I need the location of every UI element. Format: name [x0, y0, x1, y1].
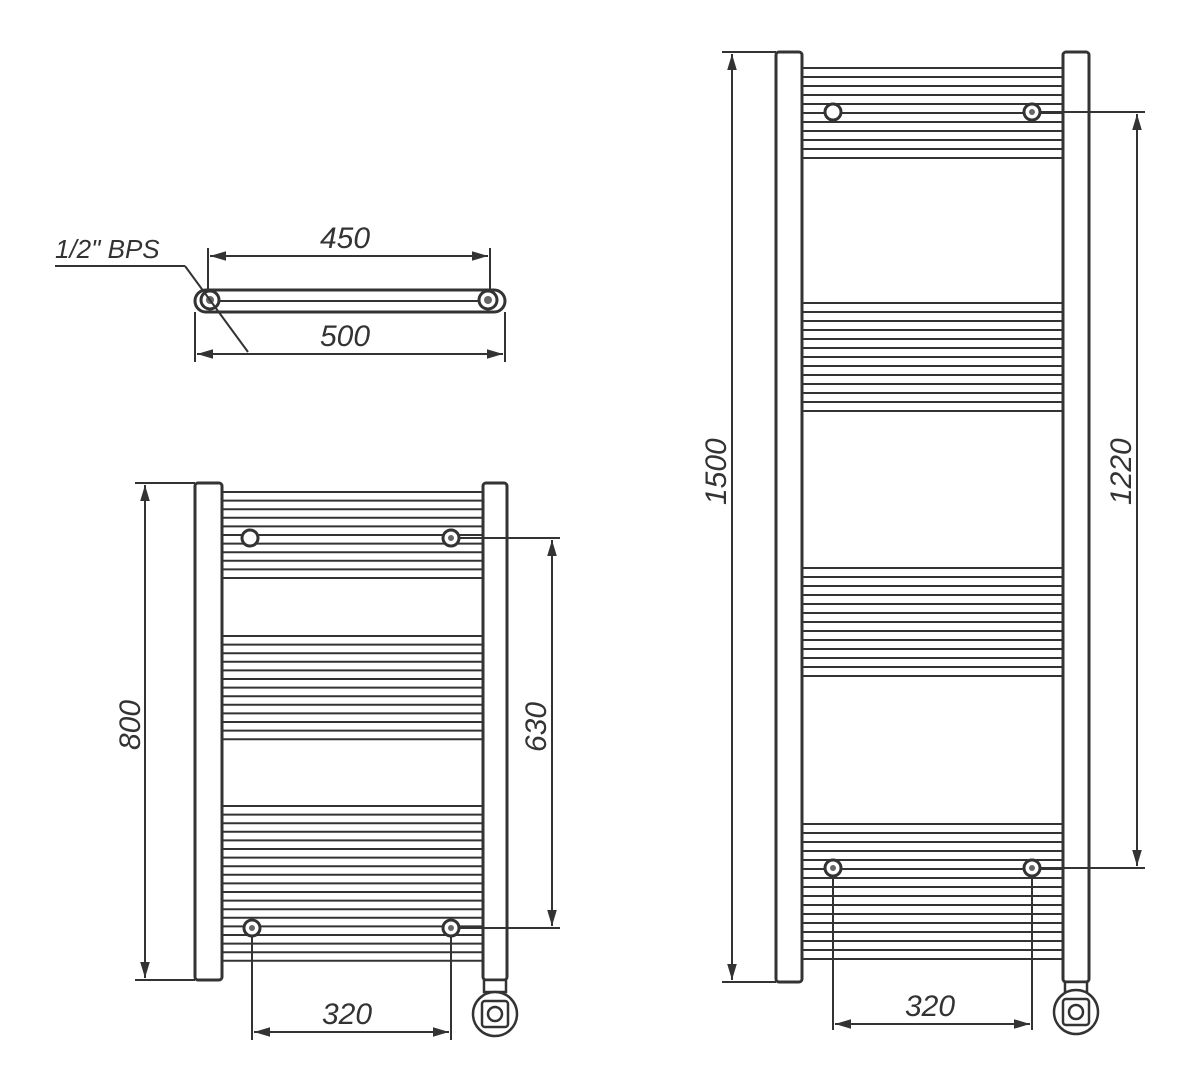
top-view — [55, 248, 507, 362]
small-radiator-tubes — [222, 491, 483, 962]
large-radiator-tubes — [802, 67, 1063, 960]
dim-inner-width: 450 — [320, 222, 370, 255]
small-radiator — [135, 481, 560, 1040]
large-radiator — [722, 50, 1145, 1036]
large-dim-height: 1500 — [700, 438, 733, 505]
small-dim-pipe-spacing-horizontal: 320 — [322, 998, 372, 1031]
dim-outer-width: 500 — [320, 320, 370, 353]
small-dim-height: 800 — [114, 700, 147, 750]
connection-label: 1/2" BPS — [55, 234, 160, 264]
large-dim-pipe-spacing-vertical: 1220 — [1105, 438, 1138, 505]
small-dim-pipe-spacing-vertical: 630 — [520, 702, 553, 752]
large-dim-pipe-spacing-horizontal: 320 — [905, 990, 955, 1023]
